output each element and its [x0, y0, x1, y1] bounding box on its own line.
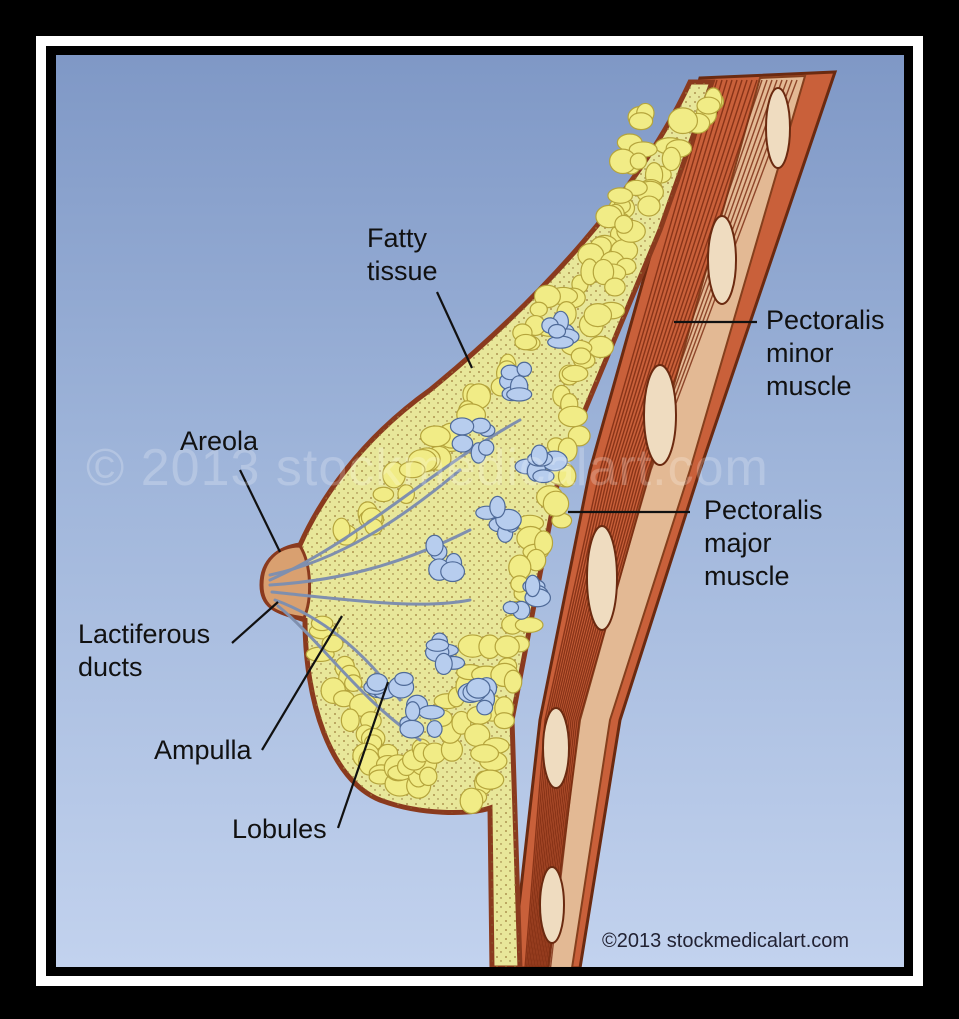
fat-globule — [697, 97, 720, 114]
lobule-acinus — [525, 575, 539, 596]
lobule-acinus — [427, 721, 442, 738]
fat-globule — [668, 108, 697, 134]
fat-globule — [420, 767, 437, 785]
lobule-acinus — [426, 535, 443, 556]
fat-globule — [584, 304, 611, 327]
fat-globule — [608, 188, 633, 203]
fat-globule — [504, 670, 521, 693]
lobule-acinus — [395, 673, 413, 686]
label-ampulla: Ampulla — [154, 734, 252, 767]
label-areola: Areola — [180, 425, 258, 458]
label-line: minor — [766, 337, 885, 370]
lobule-acinus — [367, 674, 387, 691]
lobule-acinus — [419, 706, 444, 720]
lobule-acinus — [507, 388, 532, 401]
fat-globule — [515, 618, 543, 633]
label-line: Fatty — [367, 222, 438, 255]
fat-globule — [615, 215, 633, 233]
lobule-acinus — [441, 562, 465, 582]
fat-globule — [494, 713, 514, 729]
label-line: Pectoralis — [766, 304, 885, 337]
fat-globule — [559, 406, 588, 426]
label-line: Lactiferous — [78, 618, 210, 651]
fat-globule — [662, 147, 680, 170]
label-fatty-tissue: Fatty tissue — [367, 222, 438, 288]
fat-globule — [515, 334, 537, 349]
fat-globule — [476, 770, 504, 789]
label-pectoralis-minor: Pectoralis minor muscle — [766, 304, 885, 403]
fat-globule — [571, 348, 590, 364]
lobule-acinus — [517, 362, 531, 376]
label-line: tissue — [367, 255, 438, 288]
lobule-acinus — [467, 678, 490, 698]
lobule-acinus — [490, 496, 505, 517]
lobule-acinus — [450, 418, 473, 435]
lobule-acinus — [477, 700, 493, 714]
fat-globule — [629, 113, 652, 130]
fat-globule — [562, 365, 588, 381]
fat-globule — [460, 788, 483, 813]
label-lactiferous-ducts: Lactiferous ducts — [78, 618, 210, 684]
fat-globule — [605, 278, 625, 296]
lobule-acinus — [549, 325, 566, 338]
lobule-acinus — [426, 639, 448, 651]
copyright-notice: ©2013 stockmedicalart.com — [602, 930, 849, 953]
fat-globule — [630, 153, 646, 169]
lobule-acinus — [503, 602, 518, 614]
lobule-acinus — [400, 720, 424, 738]
label-pectoralis-major: Pectoralis major muscle — [704, 494, 823, 593]
label-line: major — [704, 527, 823, 560]
label-line: muscle — [704, 560, 823, 593]
fat-globule — [495, 636, 519, 658]
fat-globule — [341, 709, 359, 732]
fat-globule — [638, 196, 660, 216]
label-line: Pectoralis — [704, 494, 823, 527]
lobule-acinus — [406, 702, 420, 721]
fat-globule — [530, 302, 547, 316]
label-line: ducts — [78, 651, 210, 684]
label-line: muscle — [766, 370, 885, 403]
lobule-acinus — [435, 653, 452, 674]
fat-globule — [471, 745, 499, 763]
label-lobules: Lobules — [232, 813, 327, 846]
